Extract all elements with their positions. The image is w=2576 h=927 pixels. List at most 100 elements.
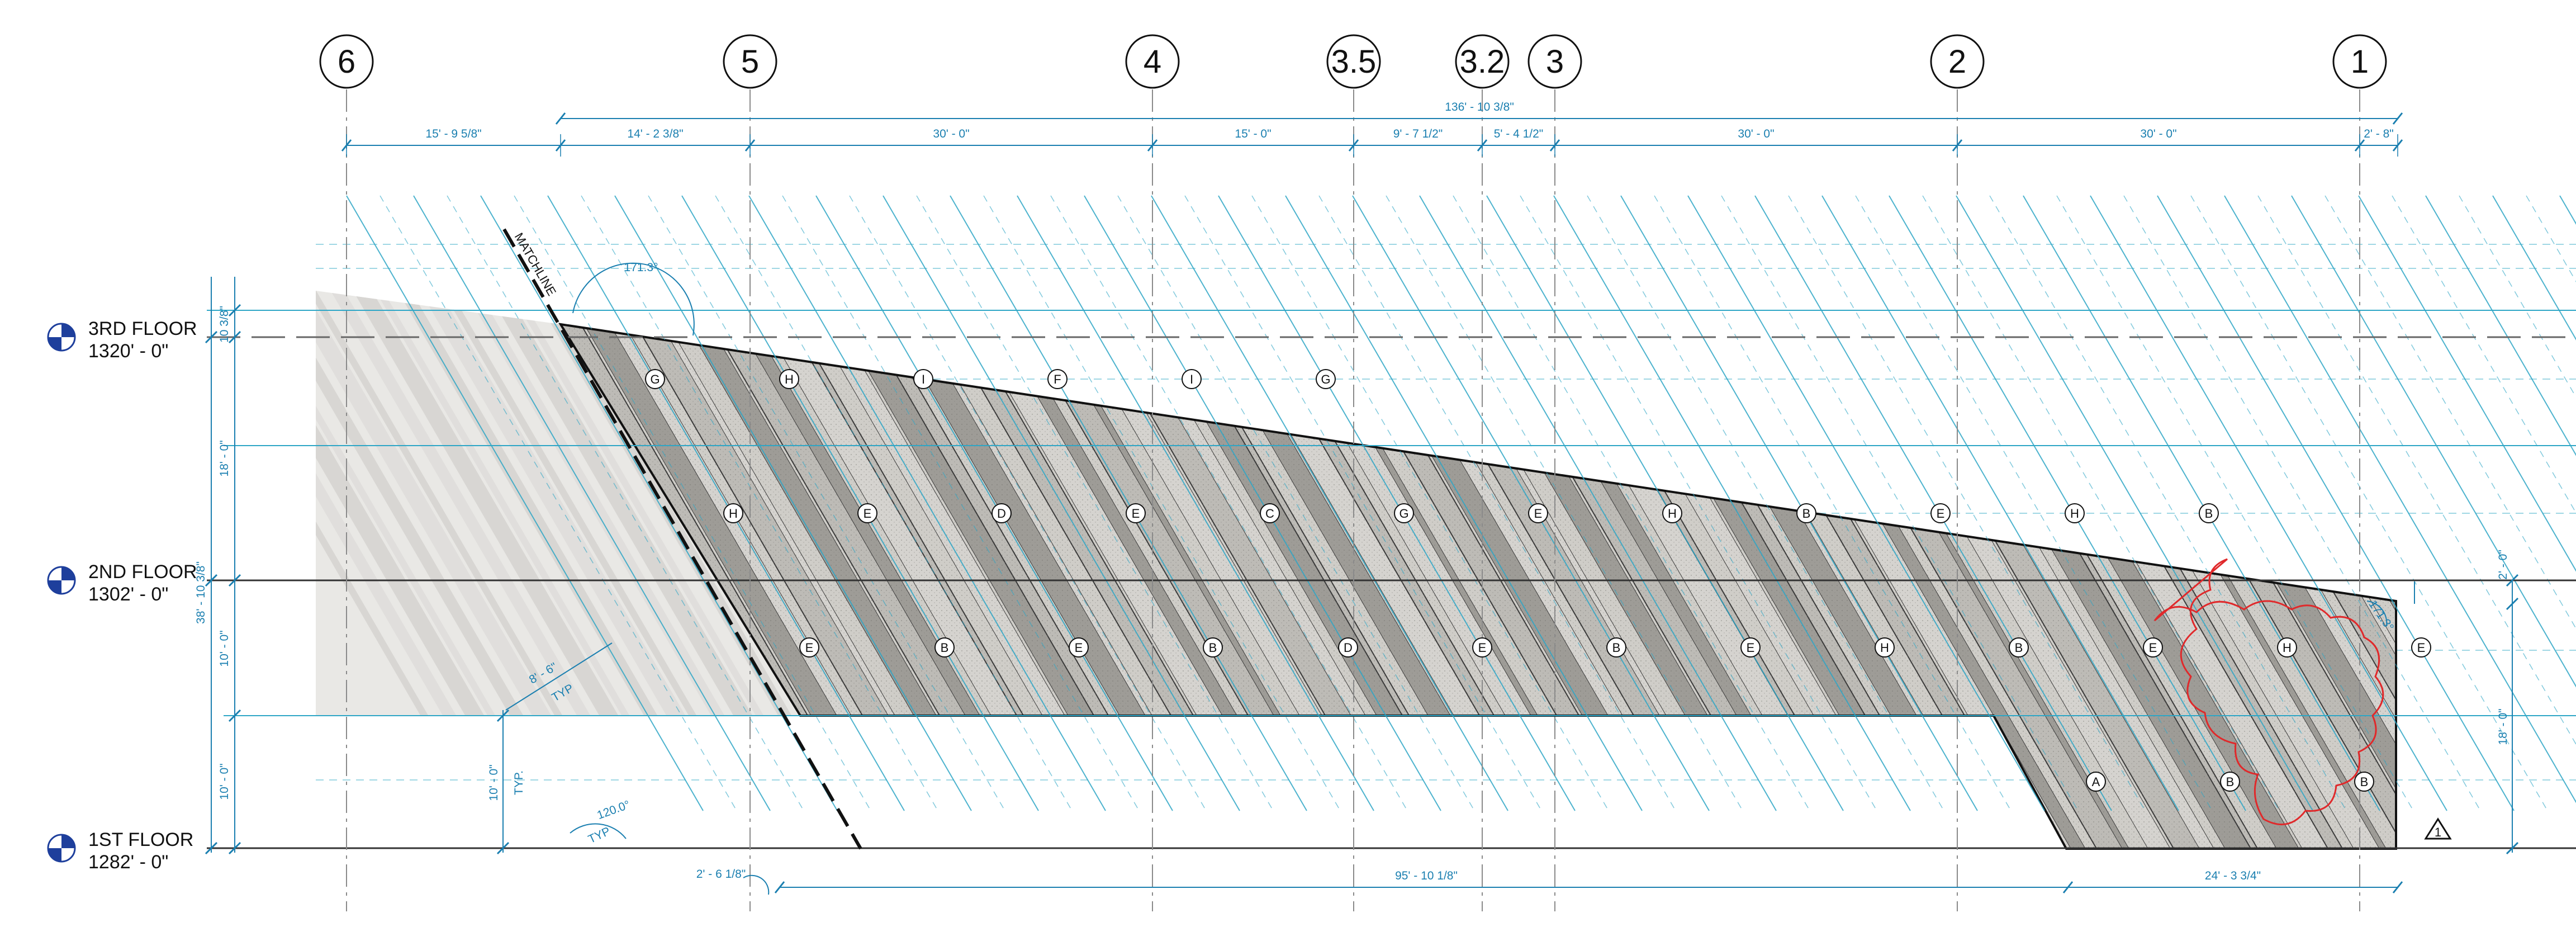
panel-tag: E bbox=[1069, 637, 1089, 658]
svg-text:6: 6 bbox=[338, 44, 355, 80]
svg-text:B: B bbox=[1802, 507, 1811, 521]
panel-tag: D bbox=[1338, 637, 1358, 658]
top-dimension-label: 30' - 0" bbox=[1738, 127, 1774, 140]
panel-tag: E bbox=[857, 503, 877, 523]
svg-text:E: E bbox=[864, 507, 872, 521]
angle-top: 171.3° bbox=[624, 261, 658, 274]
top-dimension-labels: 15' - 9 5/8"14' - 2 3/8"30' - 0"15' - 0"… bbox=[425, 127, 2393, 140]
svg-text:E: E bbox=[1132, 507, 1140, 521]
diagonal-panel-guides bbox=[346, 195, 2576, 811]
dim-bottom-long: 95' - 10 1/8" bbox=[1395, 869, 1458, 882]
svg-text:5: 5 bbox=[741, 44, 759, 80]
panel-tag: G bbox=[1394, 503, 1414, 523]
top-dimension-label: 9' - 7 1/2" bbox=[1393, 127, 1443, 140]
dim-left-mid: 10' - 0" bbox=[218, 630, 231, 666]
panel-tag: E bbox=[1930, 503, 1951, 523]
panel-tag: H bbox=[2277, 637, 2297, 658]
panel-spacing-dimension bbox=[505, 642, 613, 711]
angle-bottom-typ: TYP bbox=[586, 825, 613, 846]
panel-tag: F bbox=[1047, 369, 1068, 389]
dim-left-low: 10' - 0" bbox=[218, 763, 231, 800]
top-dimension-label: 15' - 9 5/8" bbox=[425, 127, 481, 140]
panel-tag: E bbox=[2411, 637, 2431, 658]
dim-bottom-right: 24' - 3 3/4" bbox=[2205, 869, 2261, 882]
panel-tag: B bbox=[934, 637, 955, 658]
top-dimension-label: 30' - 0" bbox=[933, 127, 969, 140]
panel-tag: B bbox=[2220, 772, 2240, 792]
svg-text:E: E bbox=[1478, 641, 1487, 655]
angle-bottom: 120.0° bbox=[595, 798, 632, 822]
panel-tag: E bbox=[1740, 637, 1761, 658]
svg-text:E: E bbox=[1075, 641, 1083, 655]
dim-bottom-left-small: 2' - 6 1/8" bbox=[696, 868, 746, 881]
svg-text:E: E bbox=[2417, 641, 2426, 655]
svg-text:E: E bbox=[2149, 641, 2157, 655]
svg-text:D: D bbox=[1344, 641, 1353, 655]
grid-bubble-6: 6 bbox=[319, 34, 374, 89]
panel-tag: B bbox=[1606, 637, 1626, 658]
panel-tag: I bbox=[913, 369, 933, 389]
svg-text:F: F bbox=[1054, 372, 1061, 386]
panel-tag: H bbox=[779, 369, 799, 389]
panel-tag: B bbox=[1203, 637, 1223, 658]
panel-tag: E bbox=[799, 637, 819, 658]
top-dimension-label: 30' - 0" bbox=[2140, 127, 2176, 140]
panel-tag: A bbox=[2086, 772, 2106, 792]
svg-text:E: E bbox=[1747, 641, 1755, 655]
level-name: 3RD FLOOR bbox=[88, 318, 197, 339]
svg-text:H: H bbox=[1668, 507, 1677, 521]
svg-text:A: A bbox=[2092, 775, 2100, 789]
matchline-label: MATCHLINE bbox=[512, 230, 559, 298]
dim-overall-top: 136' - 10 3/8" bbox=[1445, 101, 1514, 113]
bottom-dimension-ticks bbox=[774, 881, 2403, 893]
svg-text:3.2: 3.2 bbox=[1460, 44, 1505, 80]
svg-text:B: B bbox=[2360, 775, 2369, 789]
dim-left-upper: 18' - 0" bbox=[218, 440, 231, 476]
level-elevation: 1320' - 0" bbox=[88, 340, 168, 362]
svg-text:D: D bbox=[997, 507, 1006, 521]
panel-tag: E bbox=[1528, 503, 1548, 523]
level-name: 1ST FLOOR bbox=[88, 829, 193, 850]
dim-vertical-typ-label: TYP. bbox=[513, 770, 525, 795]
grid-bubble-3-5: 3.5 bbox=[1326, 34, 1381, 89]
panel-tag: C bbox=[1260, 503, 1280, 523]
svg-text:H: H bbox=[729, 507, 738, 521]
level-lines bbox=[207, 310, 2576, 849]
svg-text:G: G bbox=[1399, 507, 1408, 521]
panel-tag: H bbox=[2065, 503, 2085, 523]
grid-bubble-3: 3 bbox=[1527, 34, 1582, 89]
panel-tag: I bbox=[1182, 369, 1202, 389]
top-dimension-ticks bbox=[341, 112, 2403, 157]
grid-bubble-3-2: 3.2 bbox=[1455, 34, 1510, 89]
svg-text:1: 1 bbox=[2435, 825, 2441, 839]
svg-text:B: B bbox=[941, 641, 949, 655]
svg-text:C: C bbox=[1265, 507, 1274, 521]
left-dimensions bbox=[211, 277, 2513, 853]
dim-right-mid: 18' - 0" bbox=[2497, 708, 2509, 745]
panel-tag: G bbox=[645, 369, 665, 389]
svg-text:B: B bbox=[2226, 775, 2235, 789]
dim-right-small: 2' - 0" bbox=[2497, 550, 2509, 579]
panel-tag: B bbox=[2199, 503, 2219, 523]
panel-tag: H bbox=[1662, 503, 1682, 523]
svg-text:H: H bbox=[785, 372, 794, 386]
dim-left-overall: 38' - 10 3/8" bbox=[194, 561, 207, 624]
grid-bubble-2: 2 bbox=[1930, 34, 1985, 89]
svg-text:I: I bbox=[922, 372, 925, 386]
dim-vertical-typ: 10' - 0" bbox=[487, 764, 500, 801]
svg-text:E: E bbox=[1937, 507, 1945, 521]
panel-tag: G bbox=[1316, 369, 1336, 389]
grid-bubble-5: 5 bbox=[723, 34, 777, 89]
svg-text:E: E bbox=[1534, 507, 1543, 521]
top-dimension-label: 14' - 2 3/8" bbox=[627, 127, 683, 140]
panel-tag: B bbox=[2009, 637, 2029, 658]
grid-bubble-1: 1 bbox=[2332, 34, 2387, 89]
svg-text:B: B bbox=[2205, 507, 2213, 521]
panel-tag: H bbox=[1875, 637, 1895, 658]
svg-text:B: B bbox=[1612, 641, 1621, 655]
